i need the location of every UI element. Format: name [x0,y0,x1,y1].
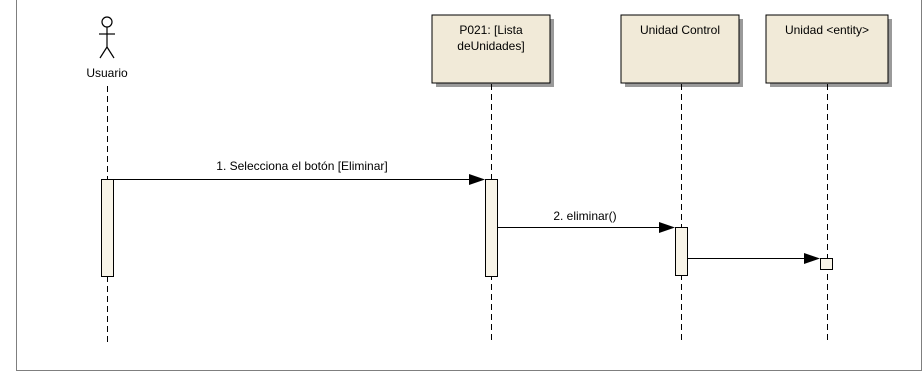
lifeline-label-line1: P021: [Lista [459,23,523,37]
message-label: 1. Selecciona el botón [Eliminar] [216,159,387,173]
arrowhead [804,253,820,264]
activation-lista-unidades [485,179,498,277]
actor-usuario: Usuario [86,16,128,80]
message-1: 1. Selecciona el botón [Eliminar] [114,159,485,185]
actor-label: Usuario [86,66,128,80]
activation-unidad-entity [820,258,833,270]
message-3 [688,253,820,264]
lifeline-label: Unidad <entity> [785,23,869,37]
message-2: 2. eliminar() [498,209,675,233]
lifeline-label: Unidad Control [640,23,720,37]
activation-usuario [101,179,114,277]
lifeline-label-line2: deUnidades] [457,39,524,53]
stick-figure-icon [99,16,115,59]
message-label: 2. eliminar() [553,209,616,223]
lifeline-box-unidad-entity: Unidad <entity> [765,14,892,87]
lifeline-box-lista-unidades: P021: [Lista deUnidades] [431,14,554,87]
arrowhead [469,174,485,185]
activation-unidad-control [675,227,688,276]
lifeline-box-unidad-control: Unidad Control [620,14,743,87]
arrowhead [659,222,675,233]
